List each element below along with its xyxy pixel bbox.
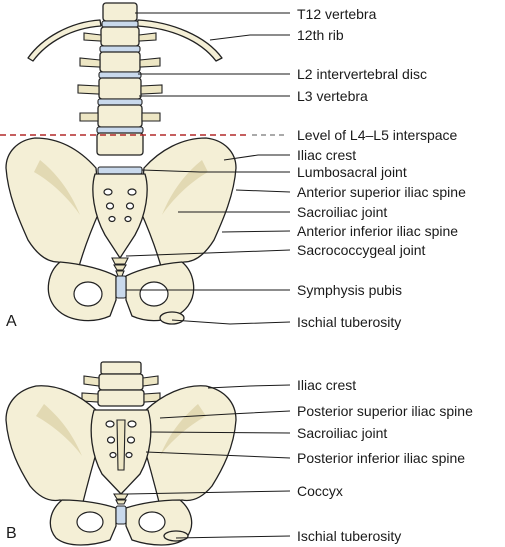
label-posterior-superior-iliac-spine: Posterior superior iliac spine [297,403,473,419]
label-sacroiliac-joint-a: Sacroiliac joint [297,204,387,220]
panel-b-labels: Iliac crest Posterior superior iliac spi… [6,377,473,544]
label-l2-intervertebral-disc: L2 intervertebral disc [297,66,427,82]
label-level-l4-l5-interspace: Level of L4–L5 interspace [297,127,458,143]
label-coccyx: Coccyx [297,483,343,499]
rib-right [136,19,223,62]
panel-letter-a: A [6,313,17,330]
panel-a-leaders [125,12,291,325]
label-ischial-tuberosity-b: Ischial tuberosity [297,528,401,544]
label-anterior-superior-iliac-spine: Anterior superior iliac spine [297,184,466,200]
label-iliac-crest-b: Iliac crest [297,377,356,393]
label-l3-vertebra: L3 vertebra [297,88,368,104]
pelvis-anterior [5,137,237,325]
label-sacroiliac-joint-b: Sacroiliac joint [297,425,387,441]
lumbar-spine [77,2,163,175]
label-lumbosacral-joint: Lumbosacral joint [297,164,407,180]
panel-a-illustration [0,2,286,325]
panel-b-leaders [125,384,291,539]
label-anterior-inferior-iliac-spine: Anterior inferior iliac spine [297,223,458,239]
label-iliac-crest-a: Iliac crest [297,147,356,163]
panel-b-illustration [5,361,237,546]
label-ischial-tuberosity-a: Ischial tuberosity [297,314,401,330]
panel-a-labels: T12 vertebra 12th rib L2 intervertebral … [6,6,466,330]
label-posterior-inferior-iliac-spine: Posterior inferior iliac spine [297,450,465,466]
label-sacrococcygeal-joint: Sacrococcygeal joint [297,242,426,258]
panel-letter-b: B [6,525,17,542]
label-t12-vertebra: T12 vertebra [297,6,377,22]
rib-left [27,19,102,62]
label-12th-rib: 12th rib [297,27,344,43]
label-symphysis-pubis: Symphysis pubis [297,282,402,298]
